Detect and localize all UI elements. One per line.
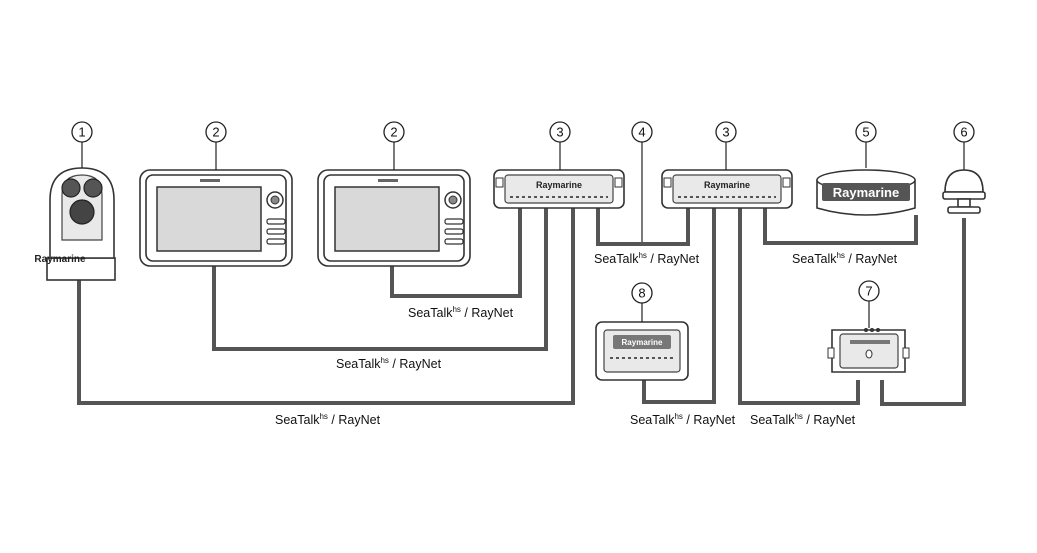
callout-circle-2b: [383, 121, 405, 143]
callouts: 1 2 2 3 4 3 5 6 8 7: [71, 121, 975, 328]
switch-brand-2: Raymarine: [704, 180, 750, 190]
cable-display1-to-switch: [212, 207, 548, 351]
interface-module-7: [827, 328, 910, 373]
cable-switch-to-module8: [642, 207, 716, 404]
radar-dome: Raymarine: [816, 169, 916, 216]
cable-switch-to-radar: [763, 207, 918, 245]
callout-7: 7: [865, 284, 872, 299]
multifunction-display-2: [317, 169, 471, 267]
callout-2a: 2: [212, 125, 219, 140]
callout-5: 5: [862, 125, 869, 140]
cable-label-switch-link: SeaTalkhs / RayNet: [594, 251, 700, 266]
callout-2b: 2: [390, 125, 397, 140]
callout-circle-8: [631, 282, 653, 304]
callout-circle-6: [953, 121, 975, 143]
callout-circle-2a: [205, 121, 227, 143]
network-switch-1: Raymarine: [493, 169, 625, 209]
cable-gps-to-module7: [880, 218, 966, 406]
callout-6: 6: [960, 125, 967, 140]
gps-antenna: [942, 169, 986, 214]
callout-1: 1: [78, 125, 85, 140]
callout-circle-3b: [715, 121, 737, 143]
thermal-camera: Raymarine: [34, 167, 116, 281]
cable-switch-to-switch: [596, 207, 690, 246]
switch-brand-1: Raymarine: [536, 180, 582, 190]
cable-label-camera: SeaTalkhs / RayNet: [275, 412, 381, 427]
callout-circle-4: [631, 121, 653, 143]
network-switch-2: Raymarine: [661, 169, 793, 209]
camera-brand: Raymarine: [34, 254, 86, 265]
cable-label-display2: SeaTalkhs / RayNet: [408, 305, 514, 320]
cable-label-module7: SeaTalkhs / RayNet: [750, 412, 856, 427]
callout-circle-5: [855, 121, 877, 143]
cable-camera-to-switch: [77, 207, 575, 405]
callout-4: 4: [638, 125, 645, 140]
callout-3a: 3: [556, 125, 563, 140]
callout-circle-1: [71, 121, 93, 143]
radar-brand: Raymarine: [833, 185, 899, 200]
cable-switch-to-module7: [738, 207, 860, 405]
callout-3b: 3: [722, 125, 729, 140]
interface-module-8: Raymarine: [595, 321, 689, 381]
cables: [77, 207, 966, 406]
callout-8: 8: [638, 286, 645, 301]
cable-label-module8: SeaTalkhs / RayNet: [630, 412, 736, 427]
cable-label-display1: SeaTalkhs / RayNet: [336, 356, 442, 371]
callout-circle-7: [858, 280, 880, 302]
cable-label-radar: SeaTalkhs / RayNet: [792, 251, 898, 266]
multifunction-display-1: [139, 169, 293, 267]
cable-labels: SeaTalkhs / RayNet SeaTalkhs / RayNet Se…: [275, 251, 898, 427]
module8-brand: Raymarine: [622, 338, 663, 347]
callout-circle-3a: [549, 121, 571, 143]
cable-display2-to-switch: [390, 207, 522, 298]
